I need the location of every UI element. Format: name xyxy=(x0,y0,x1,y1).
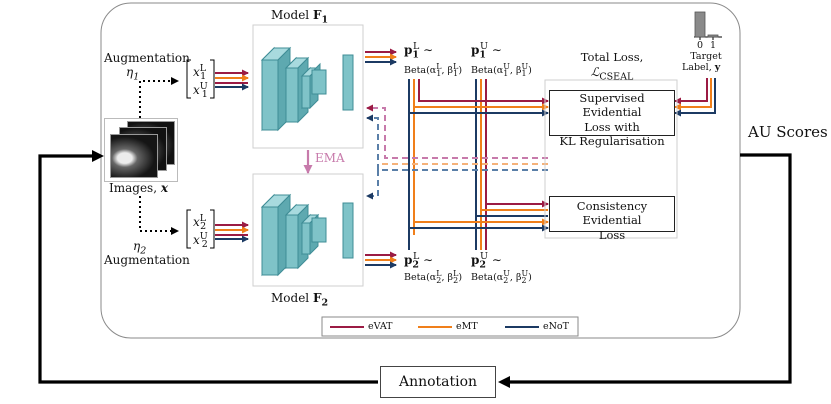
dashed-feedback xyxy=(366,104,548,200)
cnn-blocks-model-2 xyxy=(260,193,354,277)
input-arrows-top xyxy=(215,69,249,91)
ema-label: EMA xyxy=(315,151,345,165)
model-1-title: Model F1 xyxy=(271,8,329,26)
target-bar-1 xyxy=(707,34,719,38)
outer-frame xyxy=(100,2,741,339)
au-scores-label: AU Scores xyxy=(748,123,828,141)
p1U-beta: Beta(α1U, β1U) xyxy=(471,62,532,79)
p2U-label: p2U ∼ xyxy=(471,251,502,271)
supervised-evidential-loss-box: Supervised Evidential Loss with KL Regul… xyxy=(549,90,675,148)
target-tick-1: 1 xyxy=(710,40,717,51)
p1U-vertical-lines xyxy=(475,79,487,245)
input-x2L: xL2 xyxy=(193,213,207,233)
model-1-output-arrows xyxy=(365,48,397,66)
consistency-evidential-loss-box: Consistency Evidential Loss xyxy=(549,196,675,242)
p1U-label: p1U ∼ xyxy=(471,41,502,61)
consistency-loss-line-1: Consistency Evidential xyxy=(576,199,648,228)
supervised-loss-line-3: KL Regularisation xyxy=(559,134,665,149)
consistency-loss-line-2: Loss xyxy=(598,227,626,242)
target-label-line-2: Label, y xyxy=(682,62,721,73)
input-x2U: xU2 xyxy=(193,231,208,251)
target-bar-0 xyxy=(694,11,706,38)
annotation-box: Annotation xyxy=(380,366,496,398)
model-2-title: Model F2 xyxy=(271,291,329,309)
legend-label-enot: eNoT xyxy=(543,321,569,332)
supervised-loss-line-1: Supervised Evidential xyxy=(579,91,645,120)
total-loss-symbol: ℒCSEAL xyxy=(590,65,634,83)
input-arrows-bottom xyxy=(215,221,249,243)
p1L-label: p1L ∼ xyxy=(404,41,434,61)
to-supervised-loss xyxy=(409,97,549,117)
annotation-loop xyxy=(38,153,792,384)
p2U-vertical-lines xyxy=(475,225,487,250)
eta-2-label: η2 xyxy=(133,239,147,257)
input-brackets xyxy=(186,59,215,249)
augmentation-dotted-arrows xyxy=(139,77,179,235)
total-loss-panel xyxy=(544,79,678,239)
images-label: Images, x xyxy=(109,181,169,195)
p1L-beta: Beta(α1L, β1L) xyxy=(404,62,463,79)
augmentation-bottom-label: Augmentation xyxy=(104,253,190,267)
eta-1-label: η1 xyxy=(126,65,140,83)
legend-label-emt: eMT xyxy=(456,321,478,332)
p2U-beta: Beta(α2U, β2U) xyxy=(471,269,532,286)
cnn-blocks-model-1 xyxy=(260,46,354,132)
target-to-supervised xyxy=(674,78,716,117)
target-histogram xyxy=(694,11,722,40)
total-loss-title: Total Loss, xyxy=(580,50,644,64)
supervised-loss-line-2: Loss with xyxy=(584,119,640,134)
input-x1U: xU1 xyxy=(193,81,208,101)
to-consistency-loss xyxy=(409,200,549,232)
input-x1L: xL1 xyxy=(193,63,207,83)
augmentation-top-label: Augmentation xyxy=(104,51,190,65)
p2L-label: p2L ∼ xyxy=(404,251,434,271)
model-2-output-arrows xyxy=(365,251,397,269)
xray-image-front xyxy=(110,134,158,178)
target-tick-0: 0 xyxy=(697,40,704,51)
xray-image-stack xyxy=(104,118,178,182)
target-label-line-1: Target xyxy=(690,51,722,62)
p2L-beta: Beta(α2L, β2L) xyxy=(404,269,463,286)
legend-label-evat: eVAT xyxy=(368,321,393,332)
p1L-vertical-lines xyxy=(408,79,420,240)
